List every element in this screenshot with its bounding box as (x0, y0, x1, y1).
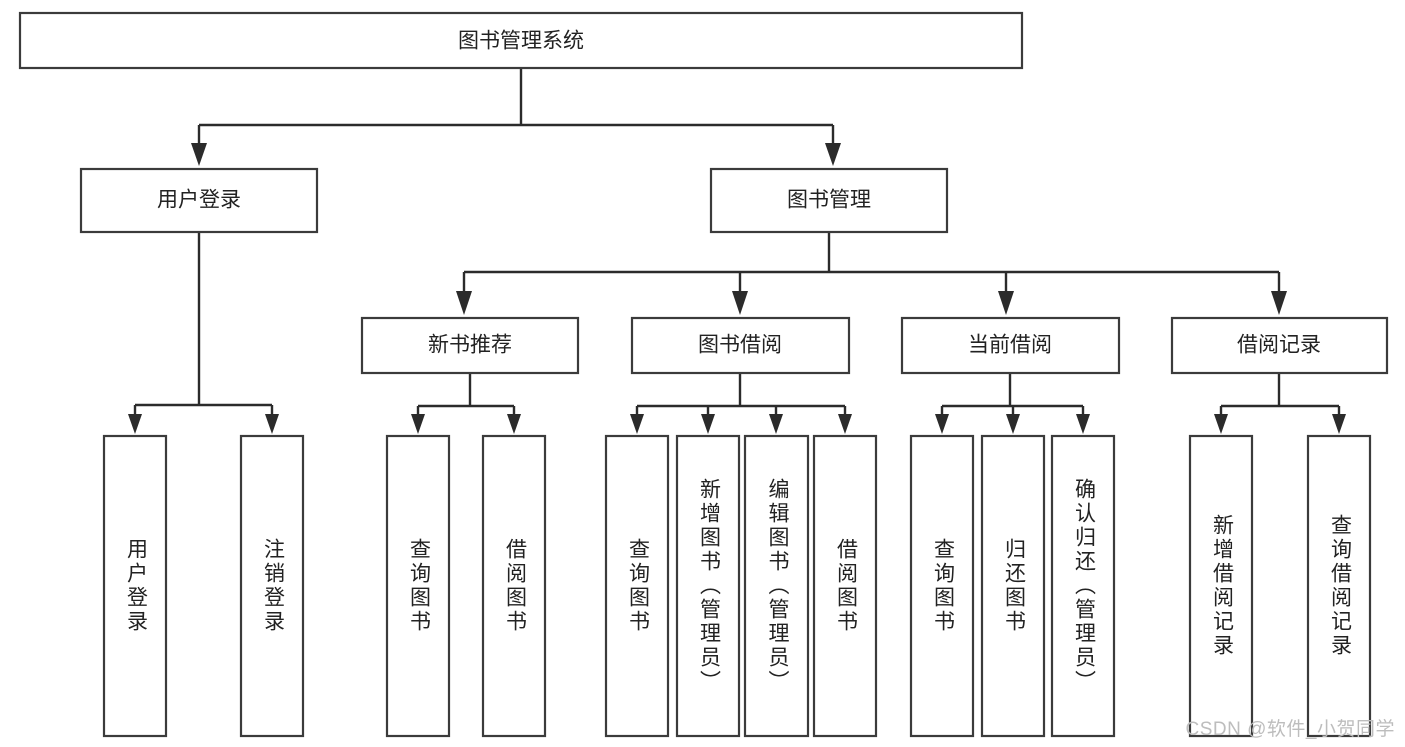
arrow-head-leaf-query-book-3 (935, 414, 949, 434)
leaf-box-return-book[interactable] (980, 434, 1046, 738)
connector-group-user-login (128, 232, 279, 434)
connector-group-book-borrow (630, 373, 852, 434)
node-borrow-record-label: 借阅记录 (1237, 334, 1321, 357)
arrow-head-leaf-borrow-book-2 (838, 414, 852, 434)
node-user-login[interactable]: 用户登录 (79, 167, 319, 234)
node-book-borrow-box[interactable] (630, 316, 851, 375)
arrow-head-current-borrow (998, 291, 1014, 315)
arrow-head-new-book-rec (456, 291, 472, 315)
node-book-borrow[interactable]: 图书借阅 (630, 316, 851, 375)
leaf-box-query-book-2[interactable] (604, 434, 670, 738)
leaf-box-confirm-return[interactable] (1050, 434, 1116, 738)
arrow-head-leaf-add-record (1214, 414, 1228, 434)
arrow-head-leaf-user-login (128, 414, 142, 434)
arrow-head-book-manage (825, 143, 841, 166)
watermark-text: CSDN @软件_小贺同学 (1185, 719, 1395, 740)
leaf-boxes (102, 434, 1372, 738)
node-current-borrow[interactable]: 当前借阅 (900, 316, 1121, 375)
connector-group-borrow-record (1214, 373, 1346, 434)
node-borrow-record[interactable]: 借阅记录 (1170, 316, 1389, 375)
node-new-book-rec-label: 新书推荐 (428, 334, 512, 357)
arrow-head-leaf-query-book-1 (411, 414, 425, 434)
node-book-borrow-label: 图书借阅 (698, 334, 782, 357)
node-new-book-rec-box[interactable] (360, 316, 580, 375)
node-book-manage-box[interactable] (709, 167, 949, 234)
arrow-head-leaf-borrow-book-1 (507, 414, 521, 434)
leaf-box-query-record[interactable] (1306, 434, 1372, 738)
arrow-head-leaf-return-book (1006, 414, 1020, 434)
arrow-head-leaf-query-record (1332, 414, 1346, 434)
leaf-box-user-login[interactable] (102, 434, 168, 738)
connector-group-root (191, 68, 841, 166)
leaf-box-borrow-book-1[interactable] (481, 434, 547, 738)
node-root-label: 图书管理系统 (458, 30, 584, 53)
leaf-box-query-book-3[interactable] (909, 434, 975, 738)
leaf-box-edit-book[interactable] (743, 434, 810, 738)
arrow-head-borrow-record (1271, 291, 1287, 315)
leaf-box-logout[interactable] (239, 434, 305, 738)
arrow-head-leaf-edit-book (769, 414, 783, 434)
node-book-manage[interactable]: 图书管理 (709, 167, 949, 234)
connector-group-current-borrow (935, 373, 1090, 434)
arrow-head-leaf-logout (265, 414, 279, 434)
node-new-book-rec[interactable]: 新书推荐 (360, 316, 580, 375)
node-root-box[interactable] (18, 11, 1024, 70)
leaf-box-query-book-1[interactable] (385, 434, 451, 738)
leaf-box-add-book[interactable] (675, 434, 741, 738)
connector-group-book-manage (456, 232, 1287, 315)
node-book-manage-label: 图书管理 (787, 189, 871, 212)
arrow-head-leaf-query-book-2 (630, 414, 644, 434)
arrow-head-leaf-add-book (701, 414, 715, 434)
node-current-borrow-box[interactable] (900, 316, 1121, 375)
node-user-login-label: 用户登录 (157, 189, 241, 212)
node-user-login-box[interactable] (79, 167, 319, 234)
node-current-borrow-label: 当前借阅 (968, 334, 1052, 357)
arrow-head-book-borrow (732, 291, 748, 315)
arrow-head-user-login (191, 143, 207, 166)
connector-group-new-book-rec (411, 373, 521, 434)
leaf-box-borrow-book-2[interactable] (812, 434, 878, 738)
node-borrow-record-box[interactable] (1170, 316, 1389, 375)
node-root[interactable]: 图书管理系统 (18, 11, 1024, 70)
leaf-box-add-record[interactable] (1188, 434, 1254, 738)
arrow-head-leaf-confirm-return (1076, 414, 1090, 434)
